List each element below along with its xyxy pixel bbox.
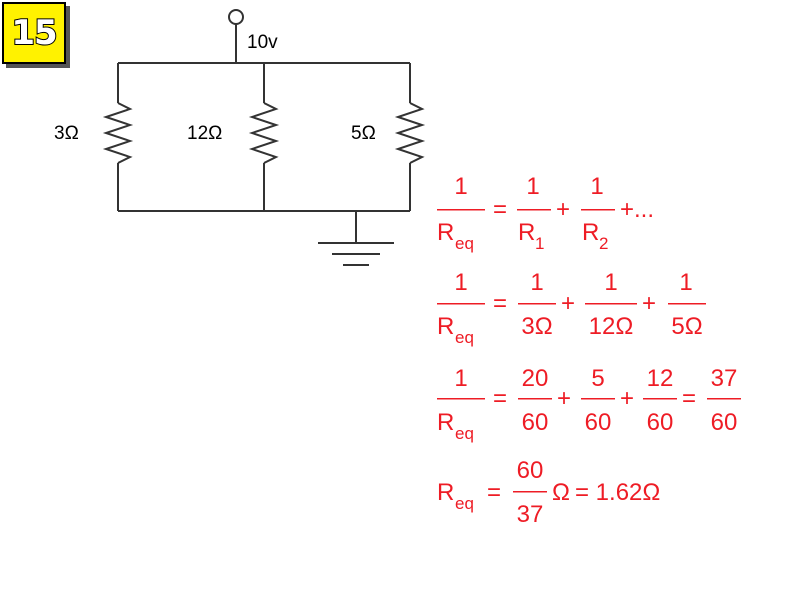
eq1-t2-num: 1: [590, 173, 603, 200]
eq3-t3-bar: [643, 398, 677, 400]
equation-line-3: 1 R eq = 20 60 + 5 60 + 12 60 = 37 60: [437, 365, 741, 443]
eq2-t2-num: 1: [604, 269, 617, 296]
eq1-ellipsis: +...: [620, 196, 654, 223]
eq2-lhs-den-sub: eq: [455, 328, 474, 347]
eq3-lhs-den: R: [437, 409, 454, 436]
eq2-lhs-bar: [437, 303, 485, 305]
eq3-plus-1: +: [557, 385, 571, 412]
eq3-t4-num: 37: [711, 365, 738, 392]
equation-line-1: 1 R eq = 1 R 1 + 1 R 2 +...: [437, 173, 654, 253]
eq1-t2-bar: [581, 209, 615, 211]
eq2-t1-bar: [518, 303, 556, 305]
eq2-t1-num: 1: [530, 269, 543, 296]
circuit-wires: [102, 9, 426, 266]
eq3-lhs-bar: [437, 398, 485, 400]
equation-line-2: 1 R eq = 1 3Ω + 1 12Ω + 1 5Ω: [437, 269, 706, 347]
eq3-t4-den: 60: [711, 409, 738, 436]
eq4-omega: Ω: [552, 479, 570, 506]
eq2-equals: =: [493, 290, 507, 317]
eq1-lhs-num: 1: [454, 173, 467, 200]
resistor-3-zigzag: [394, 102, 426, 164]
eq4-lhs: R: [437, 479, 454, 506]
eq3-equals-2: =: [682, 385, 696, 412]
eq3-t2-bar: [581, 398, 615, 400]
eq1-t1-den: R: [518, 219, 535, 246]
eq2-t3-bar: [668, 303, 706, 305]
equations: 1 R eq = 1 R 1 + 1 R 2 +... 1 R eq = 1 3…: [437, 173, 741, 528]
eq2-lhs-num: 1: [454, 269, 467, 296]
eq1-lhs-den-sub: eq: [455, 234, 474, 253]
eq3-t4-bar: [707, 398, 741, 400]
eq3-lhs-num: 1: [454, 365, 467, 392]
resistor-1-label: 3Ω: [54, 123, 79, 144]
eq1-t1-den-sub: 1: [535, 234, 544, 253]
eq4-num: 60: [517, 457, 544, 484]
eq1-plus-1: +: [556, 196, 570, 223]
slide-number: 15: [10, 12, 58, 54]
eq2-t1-den: 3Ω: [521, 313, 552, 340]
eq1-t2-den-sub: 2: [599, 234, 608, 253]
equation-line-4: R eq = 60 37 Ω = 1.62Ω: [437, 457, 660, 528]
eq3-t1-den: 60: [522, 409, 549, 436]
source-terminal: [228, 9, 244, 25]
slide-number-badge: 15: [2, 2, 66, 64]
eq3-plus-2: +: [620, 385, 634, 412]
eq1-t1-num: 1: [526, 173, 539, 200]
eq1-equals: =: [493, 196, 507, 223]
eq1-lhs-bar: [437, 209, 485, 211]
eq4-den: 37: [517, 501, 544, 528]
eq1-lhs-den: R: [437, 219, 454, 246]
eq3-equals-1: =: [493, 385, 507, 412]
eq4-lhs-sub: eq: [455, 494, 474, 513]
eq1-t1-bar: [517, 209, 551, 211]
source-voltage-label: 10v: [247, 32, 278, 53]
eq4-equals: =: [487, 479, 501, 506]
eq3-t3-den: 60: [647, 409, 674, 436]
eq3-lhs-den-sub: eq: [455, 424, 474, 443]
eq2-lhs-den: R: [437, 313, 454, 340]
resistor-1-zigzag: [102, 102, 134, 164]
eq3-t3-num: 12: [647, 365, 674, 392]
eq2-t2-bar: [585, 303, 637, 305]
eq2-t3-den: 5Ω: [671, 313, 702, 340]
resistor-2-zigzag: [248, 102, 280, 164]
eq3-t1-bar: [518, 398, 552, 400]
eq3-t1-num: 20: [522, 365, 549, 392]
resistor-2-label: 12Ω: [187, 123, 222, 144]
resistor-3-label: 5Ω: [351, 123, 376, 144]
eq4-result: = 1.62Ω: [575, 479, 660, 506]
eq2-t3-num: 1: [679, 269, 692, 296]
eq4-bar: [513, 491, 547, 493]
eq3-t2-den: 60: [585, 409, 612, 436]
eq2-plus-2: +: [642, 290, 656, 317]
eq2-t2-den: 12Ω: [589, 313, 634, 340]
eq2-plus-1: +: [561, 290, 575, 317]
eq3-t2-num: 5: [591, 365, 604, 392]
eq1-t2-den: R: [582, 219, 599, 246]
